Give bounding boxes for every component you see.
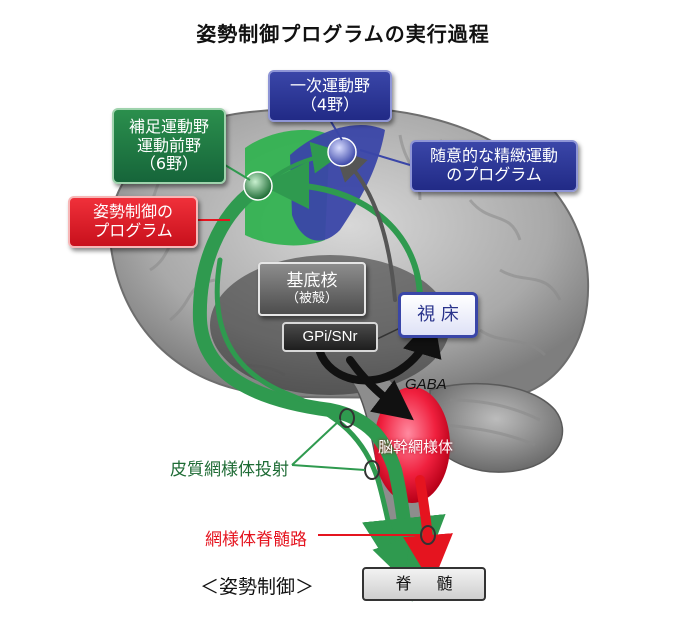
m1-node [328, 138, 356, 166]
gpi-snr-box: GPi/SNr [282, 322, 378, 352]
basal-ganglia-box: 基底核 （被殻） [258, 262, 366, 316]
posture-control-label: ＜姿勢制御＞ [200, 572, 314, 599]
posture-program-label-2: プログラム [93, 222, 173, 241]
gpi-snr-label: GPi/SNr [302, 328, 357, 346]
corticoreticular-label: 皮質網様体投射 [170, 455, 289, 480]
reticulospinal-label: 網様体脊髄路 [205, 525, 307, 550]
fine-motor-label-1: 随意的な精緻運動 [430, 147, 558, 166]
thalamus-box: 視 床 [398, 292, 478, 338]
thalamus-label: 視 床 [417, 304, 459, 325]
gaba-label: GABA [405, 376, 447, 393]
sma-node [244, 172, 272, 200]
area-6-label: （6野） [140, 155, 198, 174]
spinal-cord-label: 脊 髄 [395, 575, 462, 594]
connector-line [292, 465, 365, 470]
primary-motor-area-number: （4野） [301, 96, 359, 115]
basal-ganglia-label: 基底核 [287, 271, 338, 291]
putamen-label: （被殻） [286, 291, 338, 306]
premotor-label: 運動前野 [137, 137, 201, 156]
spinal-cord-box: 脊 髄 [362, 567, 486, 601]
posture-program-label-1: 姿勢制御の [93, 203, 173, 222]
fine-motor-program-box: 随意的な精緻運動 のプログラム [410, 140, 578, 192]
brainstem-reticular-label: 脳幹網様体 [378, 436, 453, 457]
connector-line [292, 420, 340, 465]
fine-motor-label-2: のプログラム [446, 166, 542, 185]
supplementary-motor-label: 補足運動野 [129, 118, 209, 137]
supplementary-motor-box: 補足運動野 運動前野 （6野） [112, 108, 226, 184]
primary-motor-cortex-box: 一次運動野 （4野） [268, 70, 392, 122]
primary-motor-label: 一次運動野 [290, 77, 370, 96]
cerebellum-shape [430, 384, 562, 472]
posture-program-box: 姿勢制御の プログラム [68, 196, 198, 248]
